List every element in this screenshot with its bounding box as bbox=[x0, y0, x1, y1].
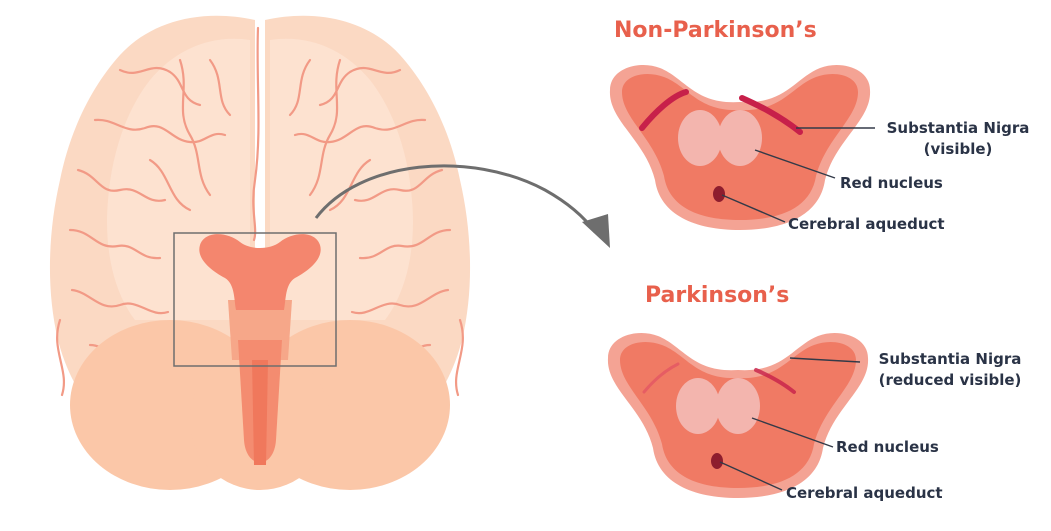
label-substantia-nigra-parkinsons-note: (reduced visible) bbox=[860, 370, 1040, 391]
label-substantia-nigra-parkinsons-title: Substantia Nigra bbox=[860, 349, 1040, 370]
label-substantia-nigra-parkinsons: Substantia Nigra (reduced visible) bbox=[860, 349, 1040, 391]
label-aqueduct-parkinsons: Cerebral aqueduct bbox=[786, 483, 943, 504]
label-red-nucleus-parkinsons: Red nucleus bbox=[836, 437, 939, 458]
